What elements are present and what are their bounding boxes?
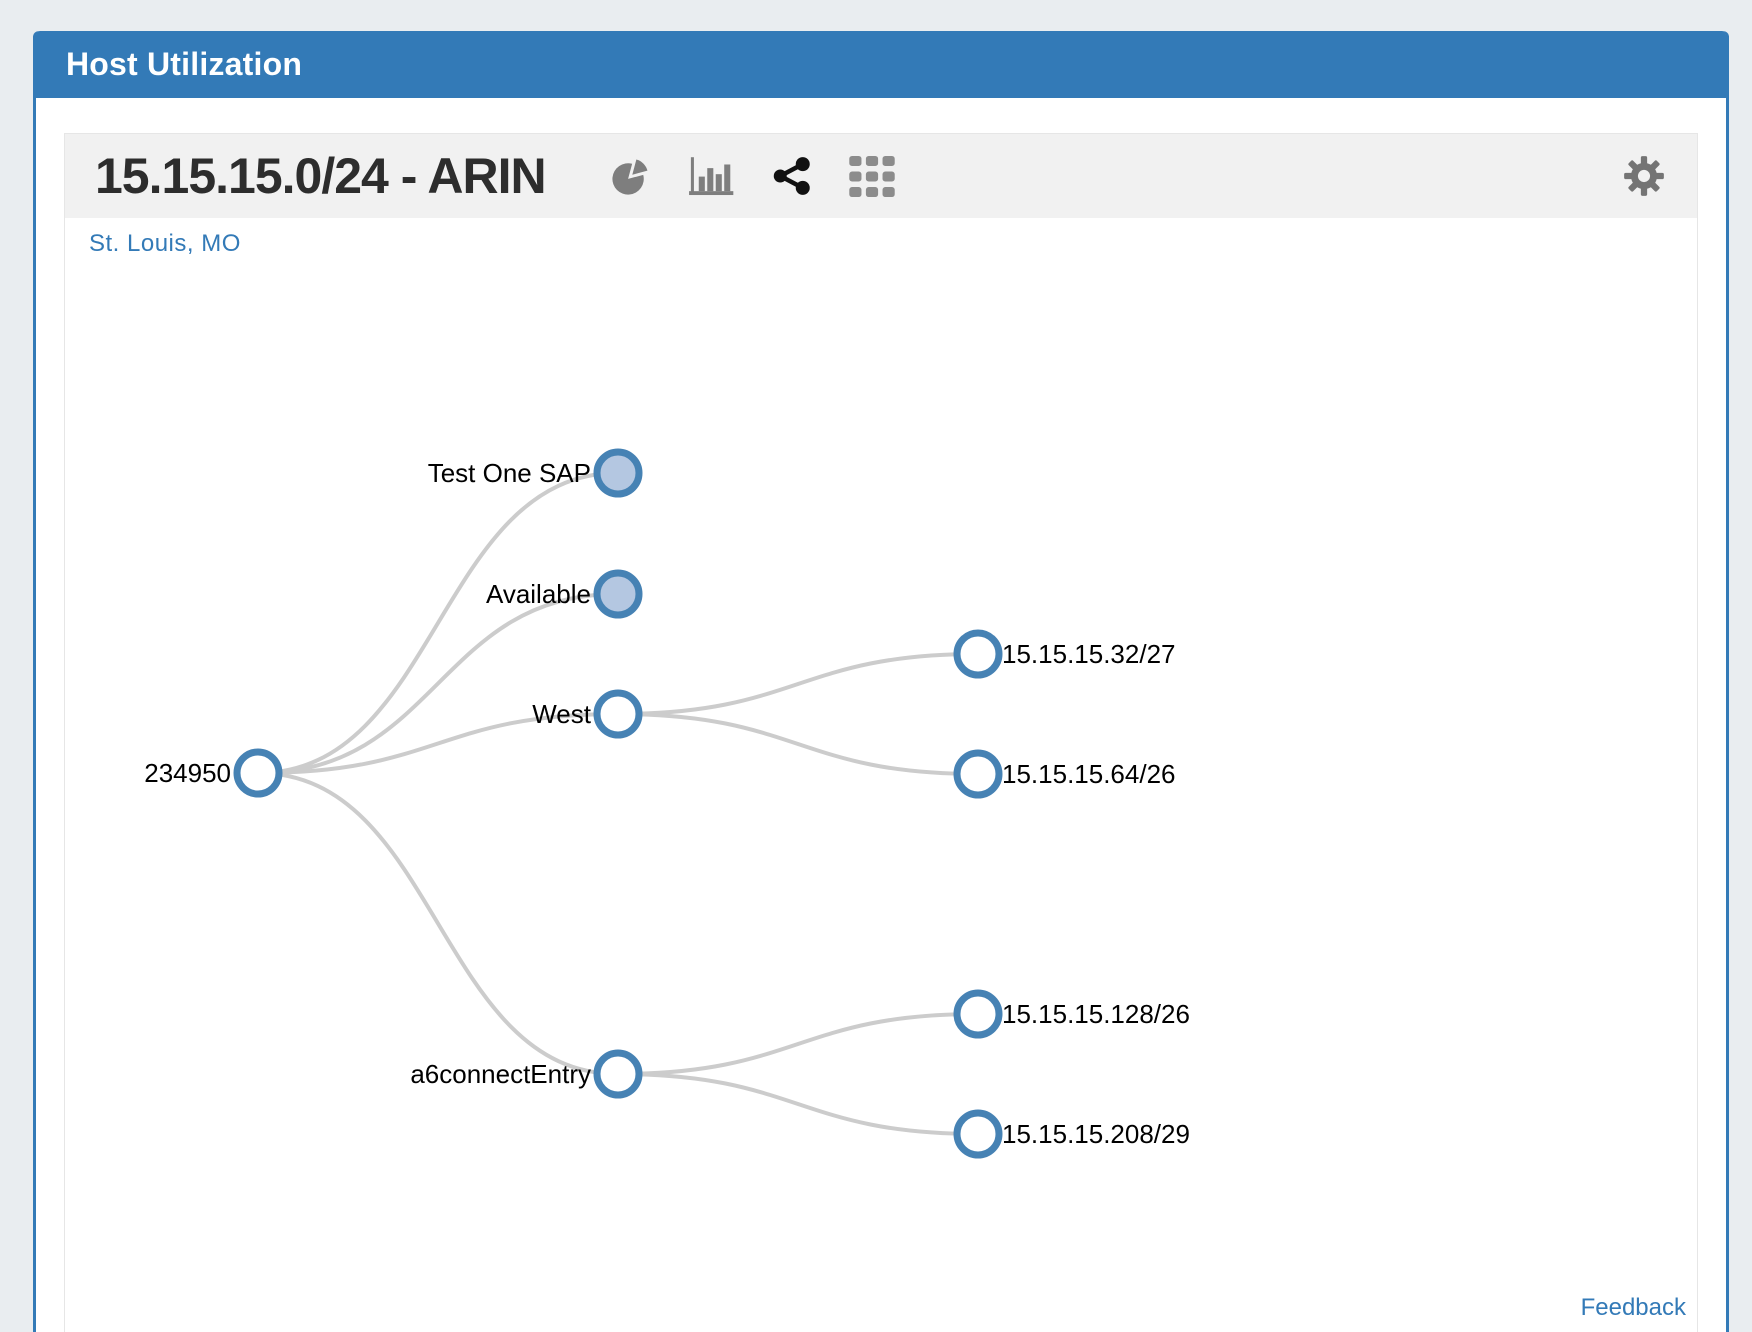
host-utilization-panel: Host Utilization 15.15.15.0/24 - ARIN <box>33 31 1729 1332</box>
tree-node-label: Test One SAP <box>428 458 591 488</box>
tree-node-label: 15.15.15.32/27 <box>1002 639 1176 669</box>
tree-link <box>617 1072 979 1136</box>
tree-link <box>617 712 979 776</box>
tree-node-circle[interactable] <box>953 1109 1003 1159</box>
tree-node-west: West <box>532 689 643 739</box>
tree-node-label: 15.15.15.128/26 <box>1002 999 1190 1029</box>
location-link[interactable]: St. Louis, MO <box>89 230 241 257</box>
tree-node-a6connectentry: a6connectEntry <box>410 1049 643 1099</box>
tree-node-net-128-26: 15.15.15.128/26 <box>953 989 1190 1039</box>
tree-node-label: West <box>532 699 592 729</box>
tree-link <box>257 471 619 775</box>
tree-node-test-one-sap: Test One SAP <box>428 448 643 498</box>
tree-node-net-208-29: 15.15.15.208/29 <box>953 1109 1190 1159</box>
tree-link <box>257 712 619 775</box>
tree-node-label: 15.15.15.208/29 <box>1002 1119 1190 1149</box>
pie-chart-icon[interactable] <box>610 156 651 197</box>
subnet-widget: 15.15.15.0/24 - ARIN <box>64 133 1698 1332</box>
tree-link <box>617 1012 979 1076</box>
tree-node-available: Available <box>486 569 643 619</box>
tree-node-root: 234950 <box>144 748 283 798</box>
tree-node-net-64-26: 15.15.15.64/26 <box>953 749 1176 799</box>
panel-title: Host Utilization <box>66 46 303 82</box>
tree-node-circle[interactable] <box>953 749 1003 799</box>
panel-header: Host Utilization <box>36 31 1726 98</box>
tree-node-label: Available <box>486 579 591 609</box>
widget-toolbar: 15.15.15.0/24 - ARIN <box>65 134 1697 218</box>
tree-canvas: St. Louis, MO 234950 Test One SAP Availabl… <box>65 218 1697 1332</box>
tree-node-circle[interactable] <box>593 569 643 619</box>
tree-link <box>257 592 619 775</box>
subnet-title: 15.15.15.0/24 - ARIN <box>95 148 547 204</box>
tree-node-label: 15.15.15.64/26 <box>1002 759 1176 789</box>
tree-node-circle[interactable] <box>233 748 283 798</box>
tree-link <box>617 652 979 716</box>
share-icon[interactable] <box>772 156 811 196</box>
tree-node-net-32-27: 15.15.15.32/27 <box>953 629 1176 679</box>
tree-node-circle[interactable] <box>593 448 643 498</box>
tree-node-label: 234950 <box>144 758 231 788</box>
tree-node-label: a6connectEntry <box>410 1059 591 1089</box>
tree-link <box>257 771 619 1076</box>
tree-node-circle[interactable] <box>593 1049 643 1099</box>
feedback-link[interactable]: Feedback <box>1580 1294 1686 1321</box>
gear-icon[interactable] <box>1621 153 1667 199</box>
bar-chart-icon[interactable] <box>688 156 734 196</box>
tree-node-circle[interactable] <box>953 989 1003 1039</box>
grid-icon[interactable] <box>848 155 895 197</box>
panel-body: 15.15.15.0/24 - ARIN <box>36 98 1726 1332</box>
tree-node-circle[interactable] <box>593 689 643 739</box>
view-switcher <box>610 155 895 197</box>
tree-node-circle[interactable] <box>953 629 1003 679</box>
